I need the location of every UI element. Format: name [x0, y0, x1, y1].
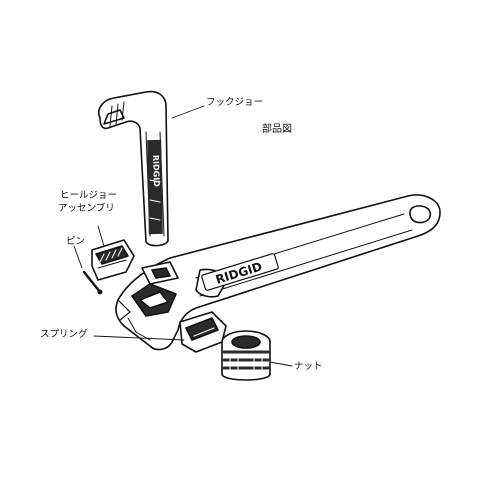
label-heel-jaw-line2: アッセンブリ — [58, 203, 115, 214]
leader-lines — [73, 105, 293, 367]
label-nut: ナット — [294, 361, 323, 372]
label-parts-diagram: 部品図 — [262, 124, 292, 135]
label-spring: スプリング — [40, 329, 88, 340]
label-hook-jaw: フックジョー — [206, 97, 264, 108]
spring — [179, 311, 227, 353]
nut — [221, 330, 271, 381]
label-heel-jaw-line1: ヒールジョー — [60, 190, 118, 201]
heel-jaw-assembly — [91, 239, 135, 281]
hook-jaw-logo: RIDGID — [151, 155, 161, 188]
pin — [82, 270, 103, 295]
svg-text:RIDGID: RIDGID — [151, 155, 161, 188]
label-pin: ピン — [66, 236, 86, 247]
wrench-handle: RIDGID — [115, 194, 441, 351]
hook-jaw: RIDGID — [98, 90, 169, 247]
